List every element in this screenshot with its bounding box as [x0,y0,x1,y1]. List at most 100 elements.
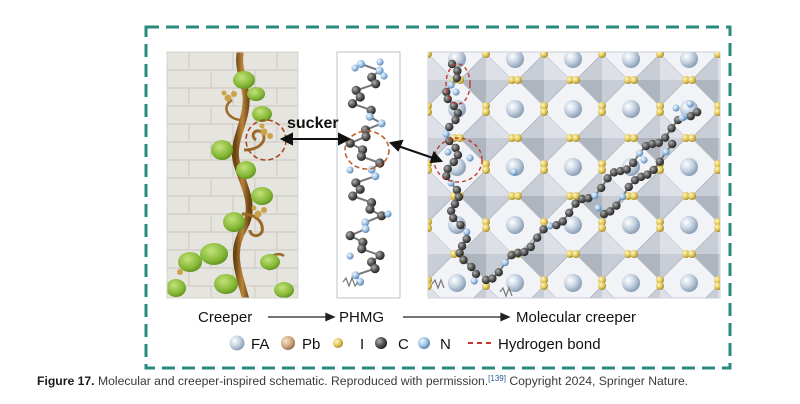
phmg-carbon-atom [348,191,358,201]
legend-swatch-c [375,337,387,349]
iodine-atom [656,218,664,226]
chain-carbon-atom [686,111,695,121]
phmg-carbon-atom [356,151,366,161]
phmg-nitrogen-atom [346,166,354,174]
chain-carbon-atom [467,262,476,272]
chain-carbon-atom [453,66,462,76]
phmg-carbon-atom [360,125,371,135]
legend-swatch-fa [229,335,245,351]
phmg-nitrogen-atom [361,218,370,227]
legend-label-c: C [398,336,409,353]
iodine-atom [398,308,406,316]
chain-carbon-atom [597,183,606,193]
iodine-atom [428,282,432,290]
iodine-atom [540,52,548,58]
chain-carbon-atom [539,225,548,234]
fa-cation [622,216,640,234]
iodine-atom [482,282,490,290]
dashed-border [144,25,732,370]
phmg-nitrogen-atom [380,72,388,80]
iodine-atom [598,102,606,110]
iodine-atom [572,250,580,258]
chain-carbon-atom [654,138,663,148]
double-arrow-right [388,139,444,164]
iodine-atom [508,134,516,142]
leaves [167,71,294,298]
chain-nitrogen-atom [470,277,478,285]
iodine-atom [540,108,548,116]
chain-carbon-atom [443,164,452,174]
iodine-atom [656,52,664,58]
iodine-atom [656,334,664,342]
iodine-atom [450,308,458,316]
chain-carbon-atom [442,171,451,181]
iodine-atom [624,76,632,84]
chain-carbon-atom [552,220,561,230]
chain-carbon-atom [649,165,658,175]
iodine-atom [566,250,574,258]
chain-nitrogen-atom [444,148,452,156]
chain-carbon-atom [488,274,497,283]
chain-carbon-atom [533,233,542,242]
iodine-atom [714,108,720,116]
iodine-atom [624,192,632,200]
phmg-carbon-atom [367,72,377,82]
iodine-atom [714,276,720,284]
legend-label-hbond: Hydrogen bond [498,336,601,353]
figure-number: Figure 17. [37,374,95,388]
phmg-carbon-atom [370,264,380,274]
chain-carbon-atom [448,213,458,223]
iodine-atom [540,218,548,226]
iodine-atom [482,102,490,110]
chain-carbon-atom [667,124,676,133]
chain-carbon-atom [526,242,535,252]
chain-carbon-atom [584,193,593,203]
chain-carbon-atom [641,141,651,151]
iodine-atom [630,250,638,258]
chain-carbon-atom [606,207,615,216]
chain-carbon-atom [655,157,664,166]
iodine-atom [508,308,516,316]
iodine-atom [482,160,490,168]
iodine-atom [482,108,490,116]
iodine-atom [428,52,432,58]
iodine-atom [508,192,516,200]
iodine-atom [714,52,720,58]
phmg-nitrogen-atom [371,172,380,181]
chain-carbon-atom [513,248,523,258]
chain-carbon-atom [661,133,670,142]
iodine-atom [456,308,464,316]
iodine-atom [714,282,720,290]
iodine-atom [656,282,664,290]
phmg-carbon-atom [365,204,375,214]
chain-nitrogen-atom [636,149,644,157]
iodine-atom [540,282,548,290]
phmg-nitrogen-atom [346,252,354,260]
phmg-carbon-atom [345,231,355,241]
chain-carbon-atom [451,115,460,125]
iodine-atom [630,192,638,200]
iodine-atom [688,134,696,142]
chain-carbon-atom [481,275,491,285]
phmg-carbon-atom [355,92,365,102]
iodine-atom [540,166,548,174]
fa-cation [622,274,640,292]
chain-nitrogen-atom [678,114,686,122]
chain-carbon-atom [443,94,452,104]
iodine-atom [682,308,690,316]
phmg-carbon-atom [351,85,361,95]
figure-caption: Figure 17. Molecular and creeper-inspire… [37,374,777,388]
reference-link[interactable]: [139] [488,374,506,383]
iodine-atom [572,76,580,84]
iodine-atom [682,250,690,258]
flow-arrow-1 [268,312,336,322]
phmg-nitrogen-atom [384,210,392,218]
chain-carbon-atom [558,217,567,226]
iodine-atom [656,166,664,174]
phmg-carbon-atom [357,244,367,254]
chain-carbon-atom [452,185,462,195]
iodine-atom [566,76,574,84]
chain-carbon-atom [454,192,464,202]
chain-nitrogen-atom [594,204,602,212]
